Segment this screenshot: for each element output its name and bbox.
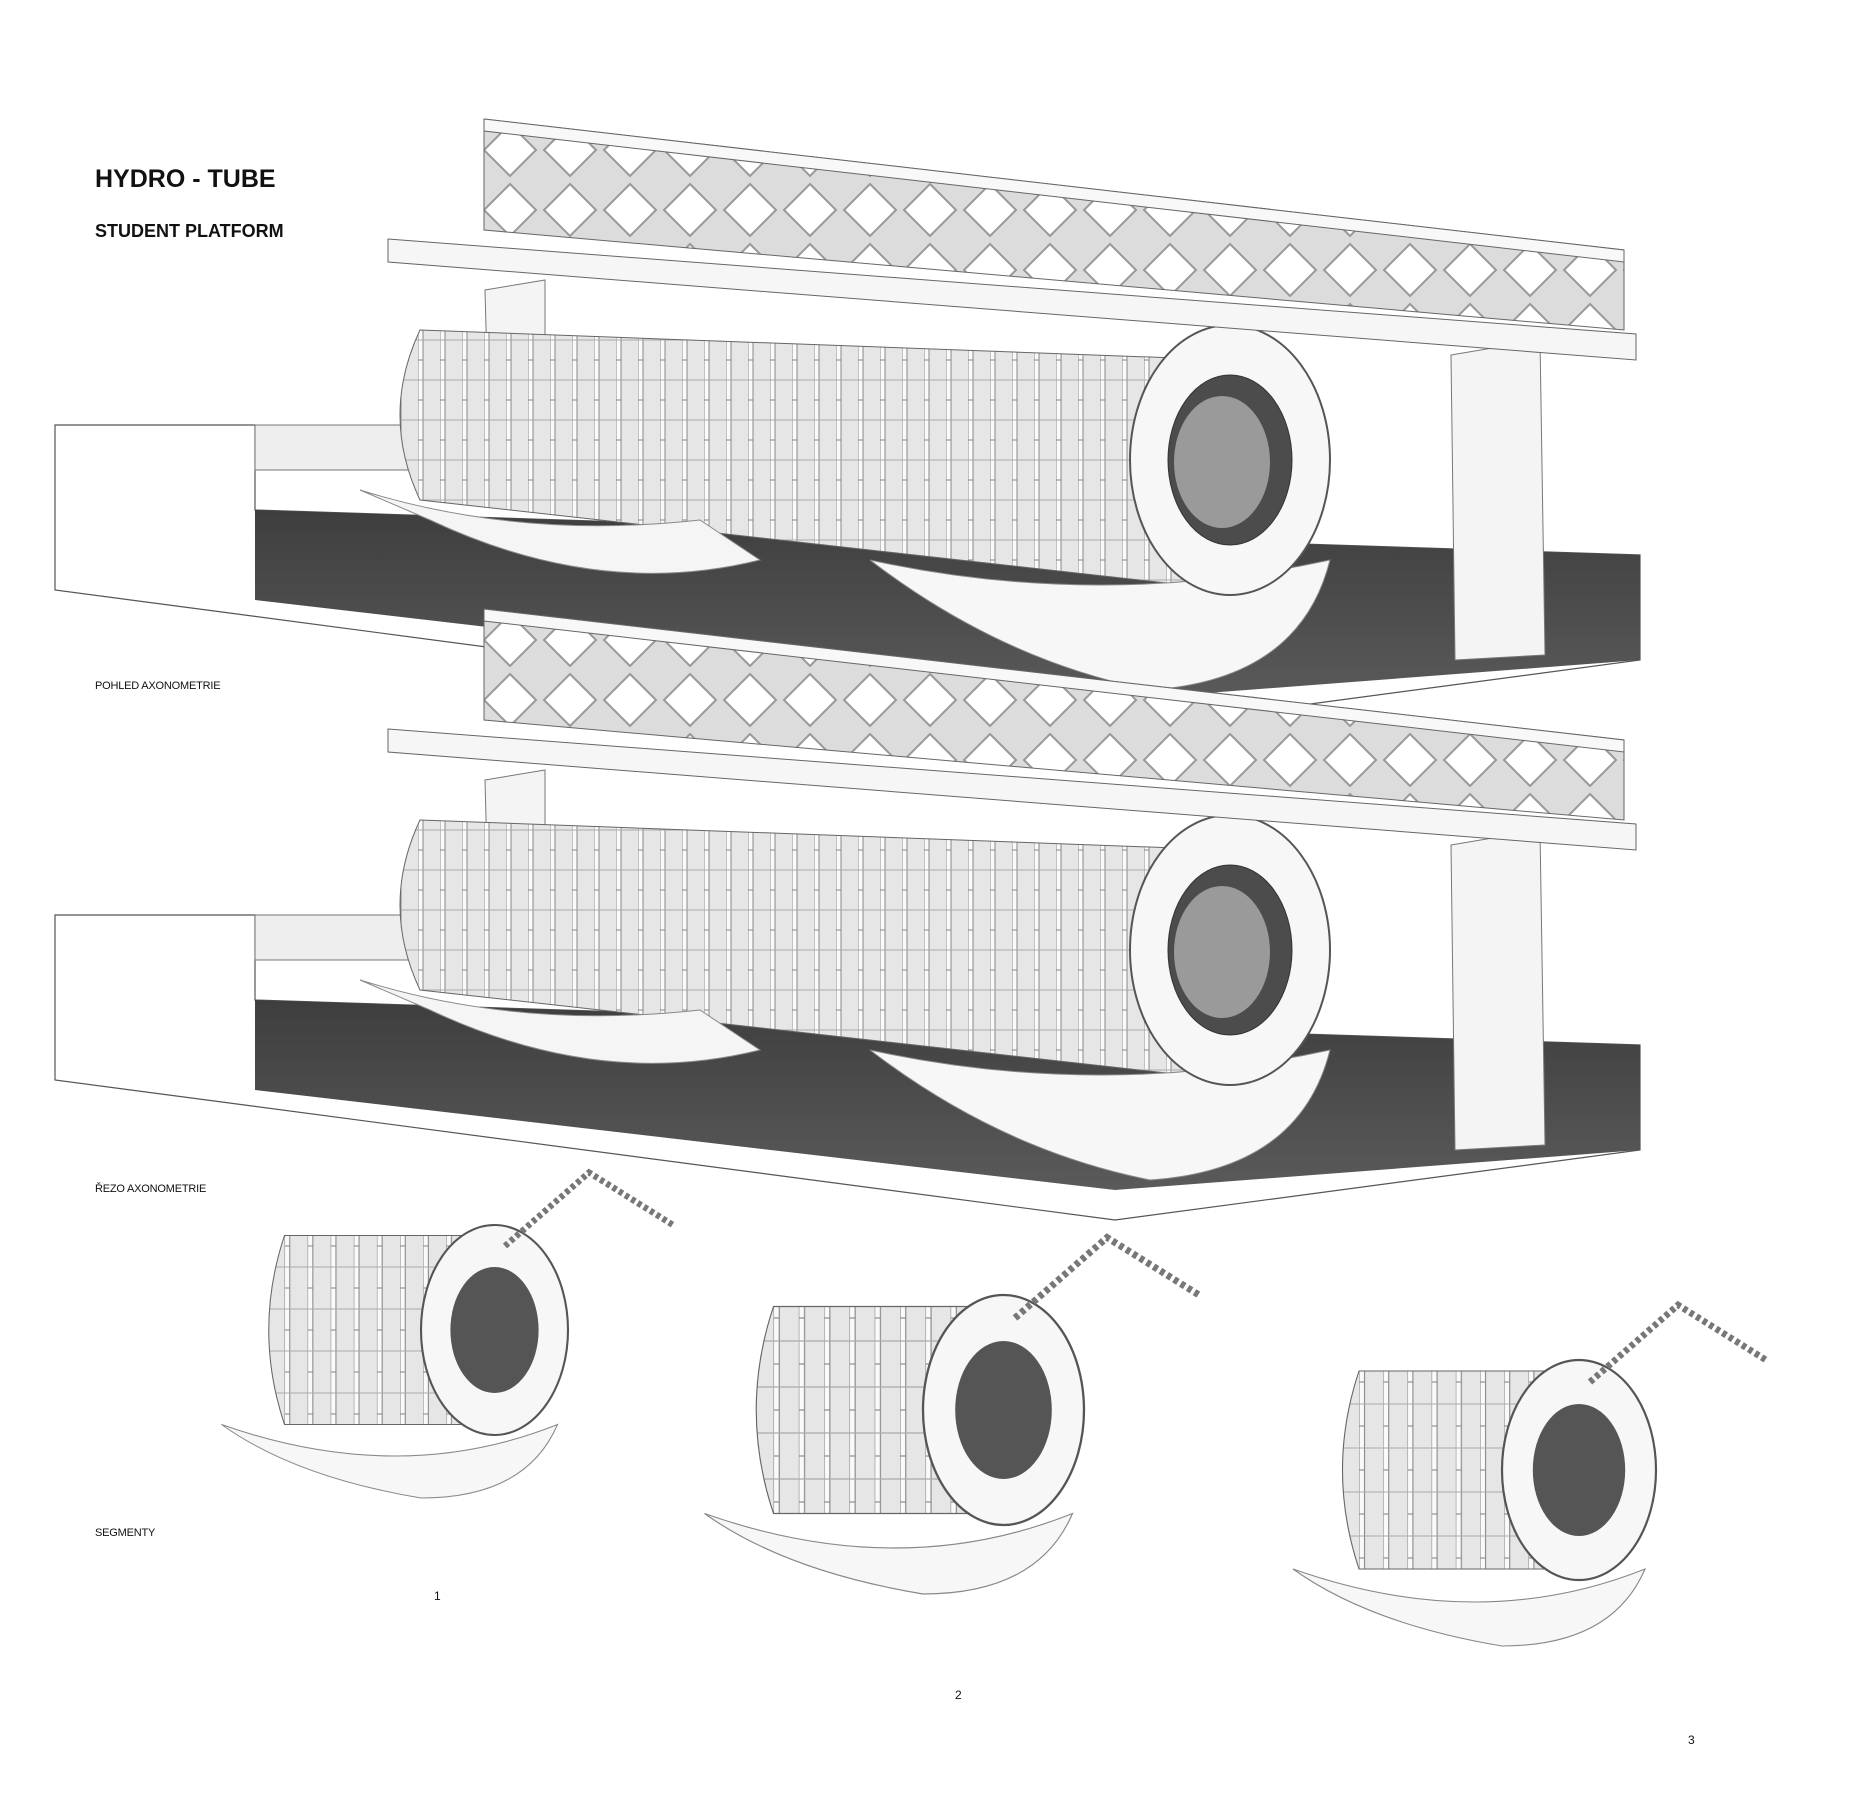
segment-3 <box>1293 1305 1766 1646</box>
page-title: HYDRO - TUBE <box>95 165 276 193</box>
section-axonometric-view <box>54 608 1641 1221</box>
segment-number-1: 1 <box>434 1589 441 1603</box>
axonometric-view <box>54 118 1641 731</box>
segment-2 <box>705 1238 1200 1595</box>
view-label-axonometric: POHLED AXONOMETRIE <box>95 680 221 692</box>
segment-number-3: 3 <box>1688 1733 1695 1747</box>
view-label-section: ŘEZO AXONOMETRIE <box>95 1183 207 1195</box>
view-label-segments: SEGMENTY <box>95 1527 156 1539</box>
segment-number-2: 2 <box>955 1688 962 1702</box>
segment-1 <box>222 1173 674 1499</box>
page-subtitle: STUDENT PLATFORM <box>95 221 284 241</box>
